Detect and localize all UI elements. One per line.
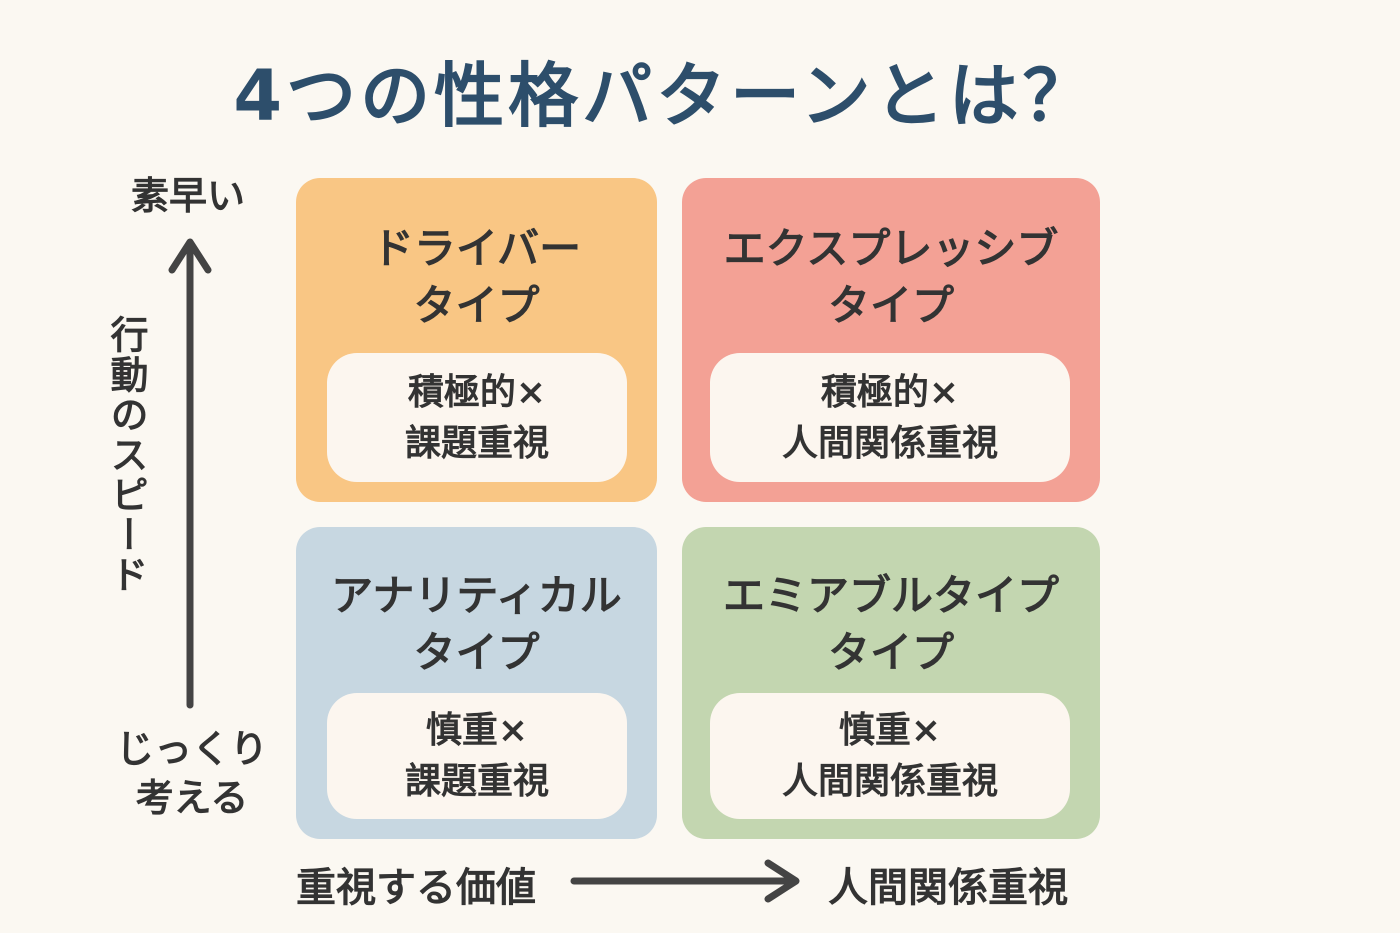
quadrant-description: 慎重× 課題重視 [327,693,627,819]
quadrant-analytical: アナリティカル タイプ 慎重× 課題重視 [296,527,657,839]
page-title: 4つの性格パターンとは？ [233,55,1097,137]
quadrant-expressive: エクスプレッシブ タイプ 積極的× 人間関係重視 [682,178,1100,502]
quadrant-name: エクスプレッシブ タイプ [682,220,1100,334]
quadrant-desc-line1: 積極的× [407,371,547,413]
quadrant-description: 積極的× 人間関係重視 [710,353,1070,482]
quadrant-name-line1: アナリティカル [331,571,622,620]
quadrant-desc-line1: 積極的× [820,371,960,413]
quadrant-desc-line2: 課題重視 [404,761,549,802]
quadrant-name-line1: ドライバー [371,224,582,273]
quadrant-desc-line1: 慎重× [425,710,529,751]
quadrant-desc-line2: 人間関係重視 [781,422,998,464]
y-axis-arrow-icon [168,238,212,709]
quadrant-description: 積極的× 課題重視 [327,353,627,482]
quadrant-desc-line2: 課題重視 [404,422,549,464]
quadrant-driver: ドライバー タイプ 積極的× 課題重視 [296,178,657,502]
quadrant-desc-line2: 人間関係重視 [781,761,998,802]
y-axis-top-label: 素早い [130,174,245,218]
y-axis-bottom-label: じっくり 考える [112,725,272,824]
y-axis-bottom-line1: じっくり [115,727,268,771]
quadrant-name-line2: タイプ [413,281,540,330]
x-axis-label: 重視する価値 [296,865,536,911]
quadrant-name: ドライバー タイプ [296,220,657,334]
quadrant-name: アナリティカル タイプ [296,567,657,681]
quadrant-description: 慎重× 人間関係重視 [710,693,1070,819]
quadrant-name-line2: タイプ [827,281,954,330]
quadrant-name: エミアブルタイプ タイプ [682,567,1100,681]
quadrant-name-line2: タイプ [413,628,540,677]
x-axis-arrow-icon [570,859,800,903]
y-axis-bottom-line2: 考える [135,776,249,821]
quadrant-name-line2: タイプ [827,628,954,677]
y-axis-label: 行動のスピード [104,315,148,595]
quadrant-amiable: エミアブルタイプ タイプ 慎重× 人間関係重視 [682,527,1100,839]
quadrant-name-line1: エクスプレッシブ [723,224,1059,273]
quadrant-name-line1: エミアブルタイプ [722,571,1059,620]
x-axis-right-label: 人間関係重視 [828,865,1068,911]
quadrant-desc-line1: 慎重× [838,710,942,751]
